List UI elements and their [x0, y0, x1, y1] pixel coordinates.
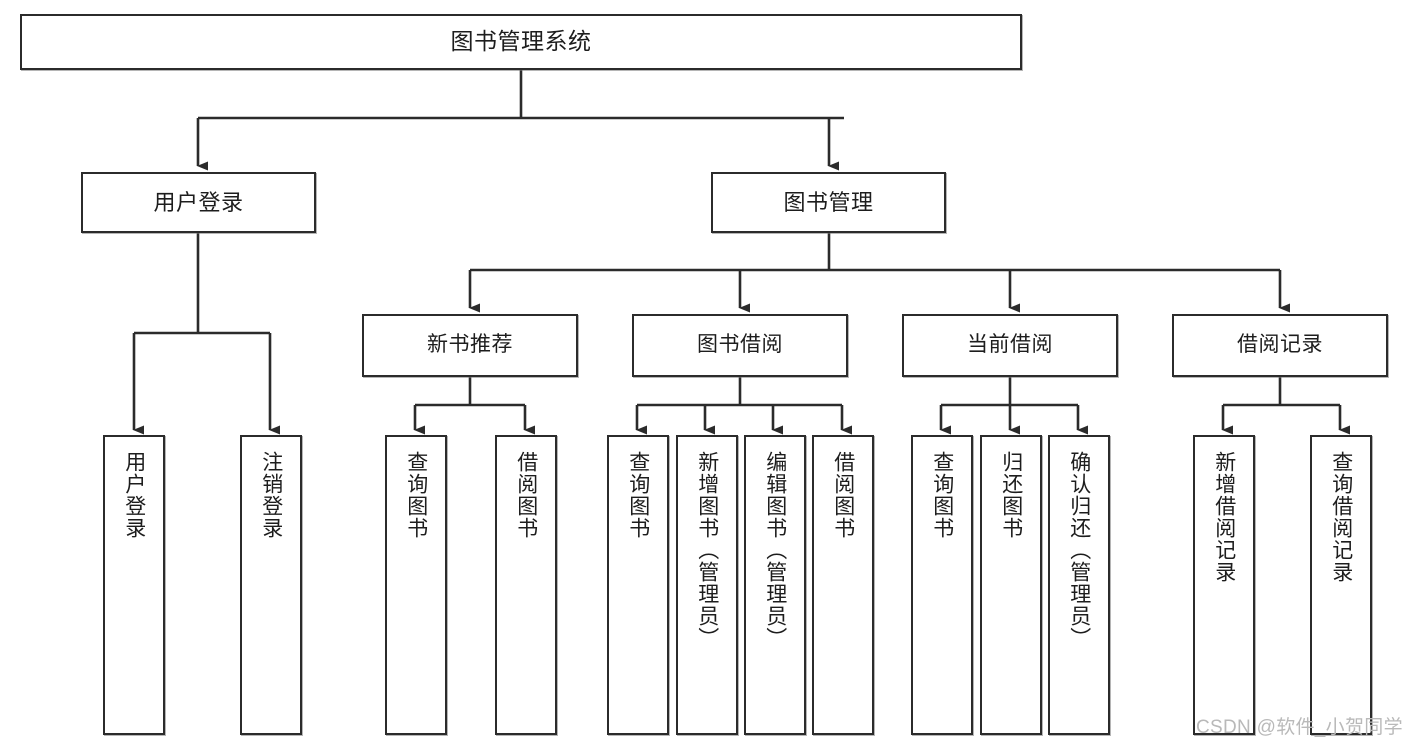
node-new-book-recommend[interactable]: 新书推荐 [362, 314, 578, 377]
leaf-borrow-book-recommend[interactable]: 借阅图书 [495, 435, 557, 735]
leaf-query-book-borrow[interactable]: 查询图书 [607, 435, 669, 735]
leaf-user-login[interactable]: 用户登录 [103, 435, 165, 735]
leaf-add-borrow-record[interactable]: 新增借阅记录 [1193, 435, 1255, 735]
node-label: 借阅图书 [831, 451, 855, 539]
node-current-borrow[interactable]: 当前借阅 [902, 314, 1118, 377]
node-label: 查询图书 [404, 451, 428, 539]
node-label: 查询图书 [626, 451, 650, 539]
node-book-management-system[interactable]: 图书管理系统 [20, 14, 1022, 70]
node-label: 注销登录 [259, 451, 283, 539]
node-label: 新增借阅记录 [1212, 451, 1236, 583]
node-label: 借阅记录 [1237, 333, 1323, 357]
node-label: 查询借阅记录 [1329, 451, 1353, 583]
node-label: 图书管理 [783, 189, 874, 215]
leaf-edit-book-admin[interactable]: 编辑图书（管理员） [744, 435, 806, 735]
leaf-add-book-admin[interactable]: 新增图书（管理员） [676, 435, 738, 735]
node-label: 新书推荐 [427, 333, 513, 357]
leaf-borrow-book[interactable]: 借阅图书 [812, 435, 874, 735]
node-user-login[interactable]: 用户登录 [81, 172, 316, 233]
leaf-query-borrow-record[interactable]: 查询借阅记录 [1310, 435, 1372, 735]
leaf-return-book[interactable]: 归还图书 [980, 435, 1042, 735]
csdn-watermark: CSDN @软件_小贺同学 [1196, 717, 1403, 738]
leaf-query-book-recommend[interactable]: 查询图书 [385, 435, 447, 735]
node-label: 图书借阅 [697, 333, 783, 357]
leaf-logout-login[interactable]: 注销登录 [240, 435, 302, 735]
node-label: 当前借阅 [967, 333, 1053, 357]
leaf-confirm-return-admin[interactable]: 确认归还（管理员） [1048, 435, 1110, 735]
node-label: 用户登录 [153, 189, 244, 215]
node-label: 借阅图书 [514, 451, 538, 539]
node-label: 图书管理系统 [450, 28, 592, 55]
node-label: 确认归还（管理员） [1067, 451, 1091, 649]
node-label: 归还图书 [999, 451, 1023, 539]
node-label: 编辑图书（管理员） [763, 451, 787, 649]
node-book-management[interactable]: 图书管理 [711, 172, 946, 233]
leaf-query-book-current[interactable]: 查询图书 [911, 435, 973, 735]
node-label: 查询图书 [930, 451, 954, 539]
node-label: 用户登录 [122, 451, 146, 539]
node-book-borrow[interactable]: 图书借阅 [632, 314, 848, 377]
node-label: 新增图书（管理员） [695, 451, 719, 649]
node-borrow-record[interactable]: 借阅记录 [1172, 314, 1388, 377]
